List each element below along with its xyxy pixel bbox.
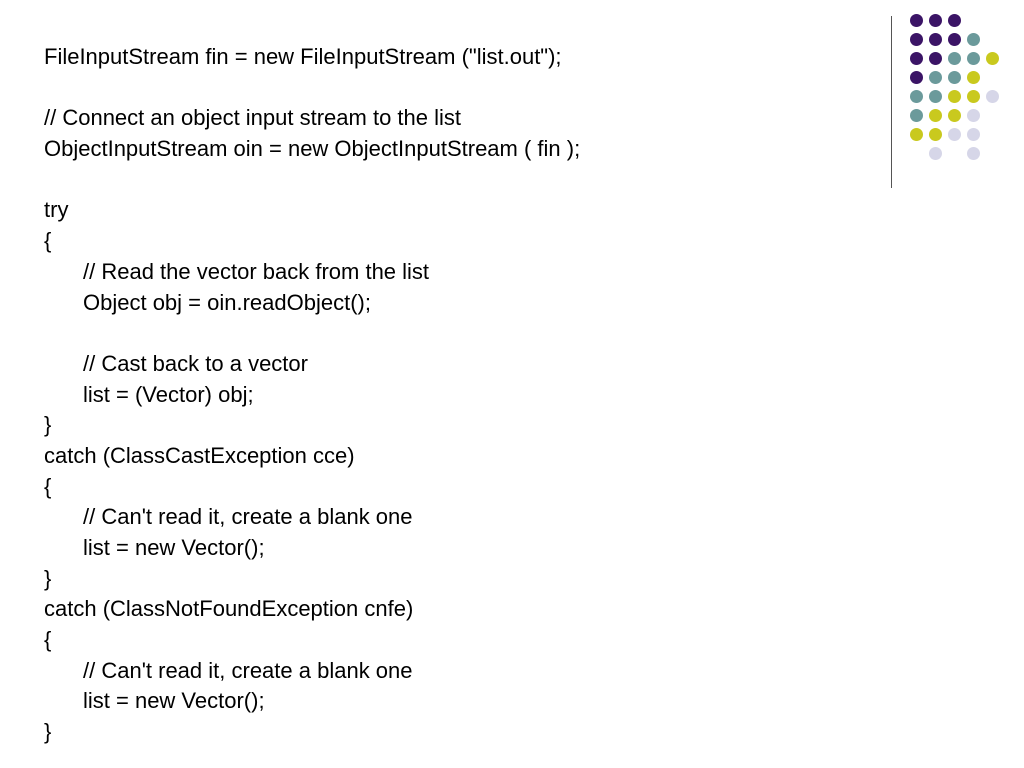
code-line: ObjectInputStream oin = new ObjectInputS…: [44, 136, 581, 162]
decorative-dot: [967, 147, 980, 160]
decorative-dot: [929, 33, 942, 46]
decorative-dot: [929, 71, 942, 84]
code-line: Object obj = oin.readObject();: [83, 289, 371, 315]
vertical-divider: [891, 16, 892, 188]
decorative-dot: [929, 147, 942, 160]
decorative-dot: [929, 14, 942, 27]
decorative-dot: [967, 71, 980, 84]
code-line: // Can't read it, create a blank one: [83, 504, 413, 530]
decorative-dot: [948, 128, 961, 141]
decorative-dot: [910, 71, 923, 84]
decorative-dot: [910, 90, 923, 103]
code-line: list = (Vector) obj;: [83, 381, 254, 407]
code-line: // Cast back to a vector: [83, 350, 308, 376]
code-line: // Connect an object input stream to the…: [44, 105, 462, 131]
decorative-dot: [948, 109, 961, 122]
decorative-dot: [986, 52, 999, 65]
decorative-dot: [967, 52, 980, 65]
code-line: try: [44, 197, 69, 223]
code-line: }: [44, 565, 52, 591]
decorative-dot: [948, 71, 961, 84]
code-line: // Can't read it, create a blank one: [83, 657, 413, 683]
code-line: list = new Vector();: [83, 535, 265, 560]
code-line: catch (ClassNotFoundException cnfe): [44, 596, 414, 622]
code-line: {: [44, 473, 52, 499]
code-line: list = new Vector();: [83, 688, 265, 714]
decorative-dot: [948, 14, 961, 27]
decorative-dot: [929, 90, 942, 103]
decorative-dot: [910, 14, 923, 27]
decorative-dot: [967, 90, 980, 103]
decorative-dot: [967, 109, 980, 122]
code-block: FileInputStream fin = new FileInputStrea…: [44, 42, 864, 748]
decorative-dot: [929, 109, 942, 122]
code-line: {: [44, 228, 52, 254]
decorative-dot: [929, 128, 942, 141]
decorative-dot: [948, 52, 961, 65]
code-line: catch (ClassCastException cce): [44, 442, 355, 468]
decorative-dot: [910, 109, 923, 122]
decorative-dot: [948, 90, 961, 103]
decorative-dot: [967, 128, 980, 141]
decorative-dot: [929, 52, 942, 65]
blank-line: [44, 165, 864, 196]
blank-line: [44, 73, 864, 104]
code-line: // Read the vector back from the list: [83, 258, 430, 284]
decorative-dot: [948, 33, 961, 46]
decorative-dot: [967, 33, 980, 46]
code-line: FileInputStream fin = new FileInputStrea…: [44, 44, 562, 69]
code-line: }: [44, 719, 52, 745]
code-line: {: [44, 627, 52, 653]
decorative-dot: [910, 128, 923, 141]
blank-line: [44, 318, 864, 349]
decorative-dot: [986, 90, 999, 103]
code-line: }: [44, 412, 52, 438]
decorative-dot: [910, 33, 923, 46]
decorative-dot: [910, 52, 923, 65]
